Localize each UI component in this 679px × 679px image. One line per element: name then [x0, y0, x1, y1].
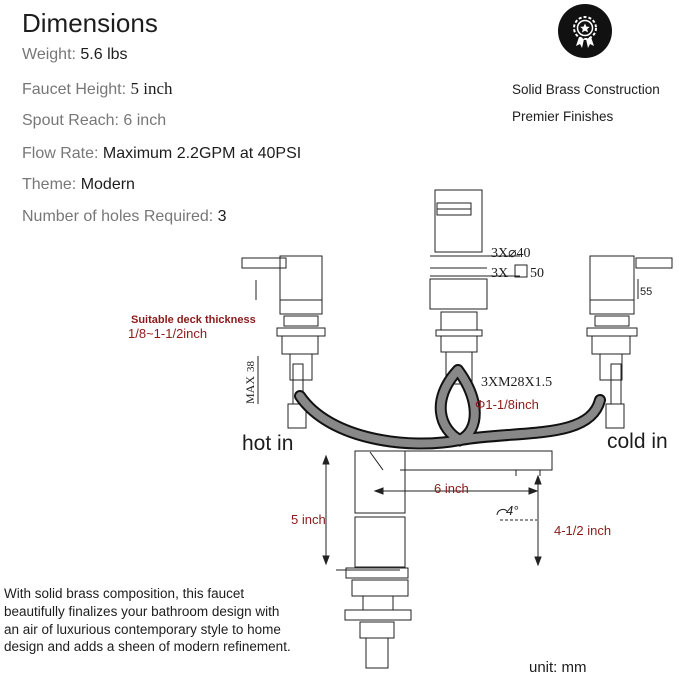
hot-in-label: hot in: [242, 432, 293, 455]
max-label: MAX: [243, 376, 257, 404]
spec-value: 6 inch: [123, 112, 167, 129]
spec-label: Faucet Height:: [22, 81, 131, 98]
angle-label: 4°: [506, 503, 518, 518]
page-title: Dimensions: [22, 8, 158, 38]
spec-value: 5 inch: [130, 79, 173, 98]
deck-thickness-value: 1/8~1-1/2inch: [128, 326, 207, 341]
award-star-icon-graphic: [573, 16, 597, 48]
reach-label: 6 inch: [434, 481, 469, 496]
spec-spout-reach: Spout Reach: 6 inch: [22, 112, 166, 130]
award-star-icon: [558, 4, 612, 58]
spec-value: 3: [217, 208, 227, 225]
spec-value: 5.6 lbs: [80, 46, 128, 63]
pipe-diameter-label: Φ1-1/8inch: [475, 397, 539, 412]
feature-solid-brass: Solid Brass Construction: [512, 82, 660, 97]
cold-in-label: cold in: [607, 430, 668, 453]
height-label: 5 inch: [291, 512, 326, 527]
spec-label: Number of holes Required:: [22, 208, 218, 225]
feature-premier-finishes: Premier Finishes: [512, 109, 614, 124]
spec-label: Flow Rate:: [22, 145, 103, 162]
left-handle-drawing: [241, 255, 326, 429]
spec-label: Weight:: [22, 46, 81, 63]
spout-diameter-label: 3X⌀40: [491, 246, 531, 261]
spec-faucet-height: Faucet Height: 5 inch: [22, 79, 173, 99]
unit-label: unit: mm: [529, 659, 587, 676]
handle-size-label: 55: [640, 286, 652, 298]
spec-flow-rate: Flow Rate: Maximum 2.2GPM at 40PSI: [22, 145, 301, 163]
hose-inner: [296, 366, 604, 448]
center-spout-drawing: [429, 189, 520, 385]
product-description: With solid brass composition, this fauce…: [4, 586, 291, 655]
spout-square-label: 3X: [491, 266, 508, 281]
spout-height-label: 4-1/2 inch: [554, 523, 611, 538]
dimension-lines: [322, 454, 542, 567]
spout-square-value: 50: [530, 266, 544, 281]
spec-value: Modern: [80, 176, 135, 193]
right-handle-drawing: [586, 255, 673, 429]
deck-thickness-label: Suitable deck thickness: [131, 314, 256, 326]
spec-value: Maximum 2.2GPM at 40PSI: [102, 145, 302, 162]
spec-label: Theme:: [22, 176, 81, 193]
spec-label: Spout Reach:: [22, 112, 124, 129]
thread-label: 3XM28X1.5: [481, 375, 552, 390]
spec-theme: Theme: Modern: [22, 176, 135, 194]
max-value: 38: [245, 361, 257, 373]
spec-weight: Weight: 5.6 lbs: [22, 46, 128, 64]
spec-holes: Number of holes Required: 3: [22, 208, 227, 226]
square-icon: [514, 264, 528, 278]
side-view-faucet-drawing: [336, 450, 553, 669]
